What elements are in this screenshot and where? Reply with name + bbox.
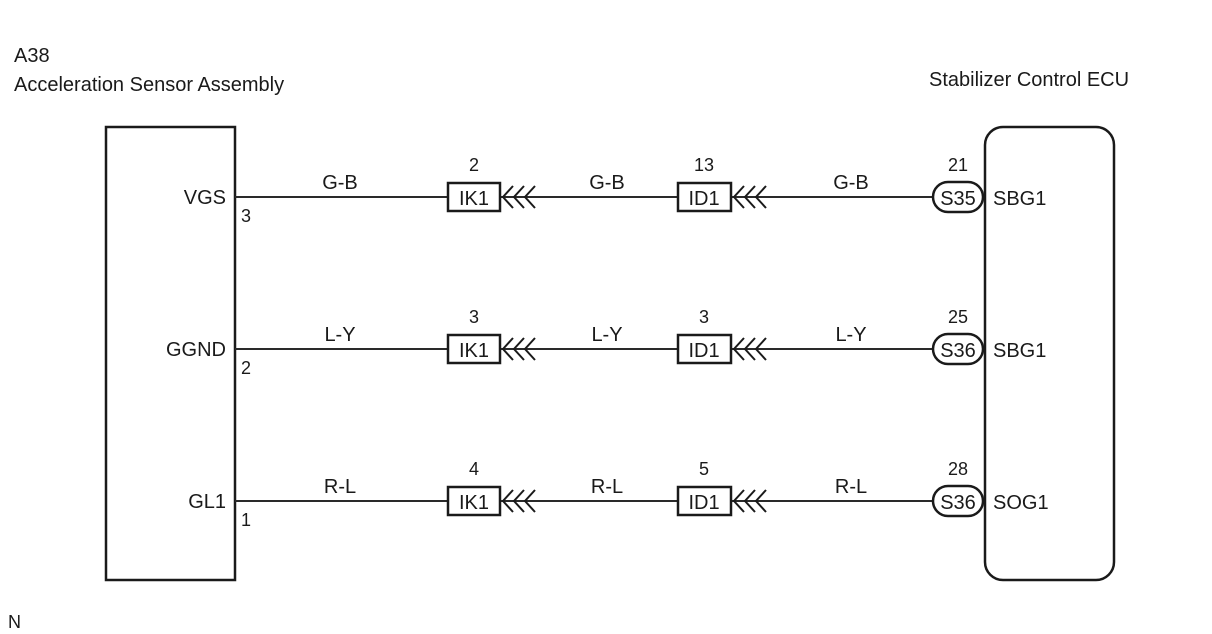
ecu-terminal-label: SBG1 <box>993 340 1046 362</box>
ecu-connector-oval <box>931 332 985 366</box>
ik1-connector-label: IK1 <box>459 340 489 362</box>
left-component-name: Acceleration Sensor Assembly <box>14 74 284 96</box>
wire-color-label: G-B <box>589 172 625 194</box>
ecu-connector-oval <box>931 484 985 518</box>
left-terminal-label: VGS <box>184 187 226 209</box>
double-chevron-icon <box>501 185 536 209</box>
double-chevron-icon <box>732 185 767 209</box>
circuit-row: GL1 1 R-L R-L R-L 4 IK1 5 ID1 28 S36 SOG… <box>188 459 1048 530</box>
left-pin-number: 3 <box>241 206 251 226</box>
double-chevron-icon <box>501 337 536 361</box>
ecu-pin-number: 28 <box>948 459 968 479</box>
wire-color-label: R-L <box>591 476 623 498</box>
ik1-pin-number: 2 <box>469 155 479 175</box>
footer-mark: N <box>8 612 21 632</box>
ecu-pin-number: 21 <box>948 155 968 175</box>
left-pin-number: 2 <box>241 358 251 378</box>
wire-color-label: G-B <box>833 172 869 194</box>
id1-connector <box>676 333 733 365</box>
ecu-box <box>983 125 1116 582</box>
wire-color-label: G-B <box>322 172 358 194</box>
double-chevron-icon <box>501 489 536 513</box>
id1-connector <box>676 485 733 517</box>
ecu-connector-oval <box>931 180 985 214</box>
id1-pin-number: 5 <box>699 459 709 479</box>
sensor-box <box>104 125 237 582</box>
double-chevron-icon <box>732 337 767 361</box>
ik1-connector <box>446 181 502 213</box>
id1-pin-number: 3 <box>699 307 709 327</box>
left-pin-number: 1 <box>241 510 251 530</box>
wire-color-label: L-Y <box>324 324 355 346</box>
id1-pin-number: 13 <box>694 155 714 175</box>
left-terminal-label: GGND <box>166 339 226 361</box>
ik1-pin-number: 4 <box>469 459 479 479</box>
wire-color-label: R-L <box>835 476 867 498</box>
ik1-connector <box>446 333 502 365</box>
double-chevron-icon <box>732 489 767 513</box>
ik1-connector-label: IK1 <box>459 188 489 210</box>
ecu-connector-label: S36 <box>940 492 976 514</box>
id1-connector-label: ID1 <box>688 188 719 210</box>
circuit-row: GGND 2 L-Y L-Y L-Y 3 IK1 3 ID1 25 S36 SB… <box>166 307 1046 378</box>
left-component-code: A38 <box>14 45 50 67</box>
wire-color-label: L-Y <box>591 324 622 346</box>
ecu-connector-label: S36 <box>940 340 976 362</box>
ecu-pin-number: 25 <box>948 307 968 327</box>
ecu-terminal-label: SBG1 <box>993 188 1046 210</box>
ecu-terminal-label: SOG1 <box>993 492 1049 514</box>
ecu-connector-label: S35 <box>940 188 976 210</box>
ik1-connector <box>446 485 502 517</box>
id1-connector <box>676 181 733 213</box>
id1-connector-label: ID1 <box>688 492 719 514</box>
right-component-name: Stabilizer Control ECU <box>929 69 1129 91</box>
left-terminal-label: GL1 <box>188 491 226 513</box>
ik1-connector-label: IK1 <box>459 492 489 514</box>
circuit-row: VGS 3 G-B G-B G-B 2 IK1 13 ID1 21 S35 SB… <box>184 155 1047 226</box>
wire-color-label: L-Y <box>835 324 866 346</box>
ik1-pin-number: 3 <box>469 307 479 327</box>
id1-connector-label: ID1 <box>688 340 719 362</box>
wire-color-label: R-L <box>324 476 356 498</box>
